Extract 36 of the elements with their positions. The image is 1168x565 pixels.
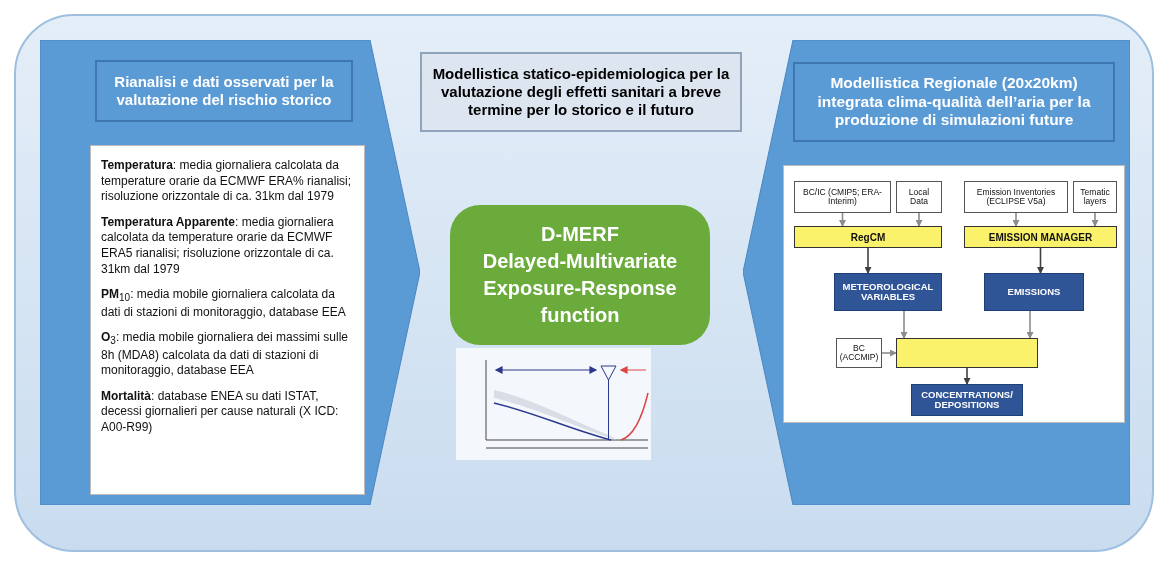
flowchart-panel — [783, 165, 1125, 423]
arrow — [900, 310, 908, 339]
box-text: Delayed-Multivariate Exposure-Response function — [481, 249, 679, 328]
chevron-panel — [743, 40, 1130, 505]
process-box: RegCM — [794, 226, 942, 248]
arrow — [881, 349, 897, 357]
arrow — [915, 212, 923, 227]
arrow — [1091, 212, 1099, 227]
arrow — [1037, 247, 1044, 274]
text-paragraph: Temperatura: media giornaliera calcolata da temperature orarie da ECMWF ERA% rianalisi; risoluzione orizzontale di ca. 31km dal 1979 — [101, 158, 353, 205]
process-box: EMISSION MANAGER — [964, 226, 1117, 248]
panel-heading: Rianalisi e dati osservati per la valutazione del rischio storico — [95, 60, 353, 122]
input-box: BC (ACCMIP) — [836, 338, 882, 368]
text-paragraph: Temperatura Apparente: media giornaliera calcolata da temperature orarie da ECMWF ERA5 rianalisi; risoluzione orizzontale di ca. 31km dal 1979 — [101, 214, 335, 278]
arrow — [839, 212, 846, 227]
arrow — [1012, 212, 1020, 227]
title-box: Modellistica statico-epidemiologica per la valutazione degli effetti sanitari a breve termine per lo storico e il futuro — [420, 52, 742, 132]
arrow — [1026, 310, 1034, 339]
box-heading: D-MERF — [540, 222, 620, 247]
panel-heading: Modellistica Regionale (20x20km) integrata clima-qualità dell’aria per la produzione di simulazioni future — [793, 62, 1115, 142]
output-box: METEOROLOGICAL VARIABLES — [834, 273, 942, 311]
arrow — [864, 247, 872, 274]
text-panel — [90, 145, 365, 495]
output-box: EMISSIONS — [984, 273, 1084, 311]
input-box: Tematic layers — [1073, 181, 1117, 213]
text-paragraph: PM$_{10}$: media mobile giornaliera calcolata da dati di stazioni di monitoraggio, database EEA — [101, 287, 347, 321]
rounded-box — [450, 205, 710, 345]
text-paragraph: O$_{3}$: media mobile giornaliera dei massimi sulle 8h (MDA8) calcolata da dati di stazioni di monitoraggio, database EEA — [101, 330, 349, 379]
arrow — [963, 367, 971, 385]
input-box: Local Data — [896, 181, 942, 213]
input-box: BC/IC (CMIP5; ERA-Interim) — [794, 181, 891, 213]
output-box: CONCENTRATIONS/ DEPOSITIONS — [911, 384, 1023, 416]
chevron-panel — [40, 40, 420, 505]
text-paragraph: Mortalità: database ENEA su dati ISTAT, decessi giornalieri per cause naturali (X ICD: A00-R99) — [101, 388, 340, 436]
input-box: Emission Inventories (ECLIPSE V5a) — [964, 181, 1068, 213]
process-box — [896, 338, 1038, 368]
